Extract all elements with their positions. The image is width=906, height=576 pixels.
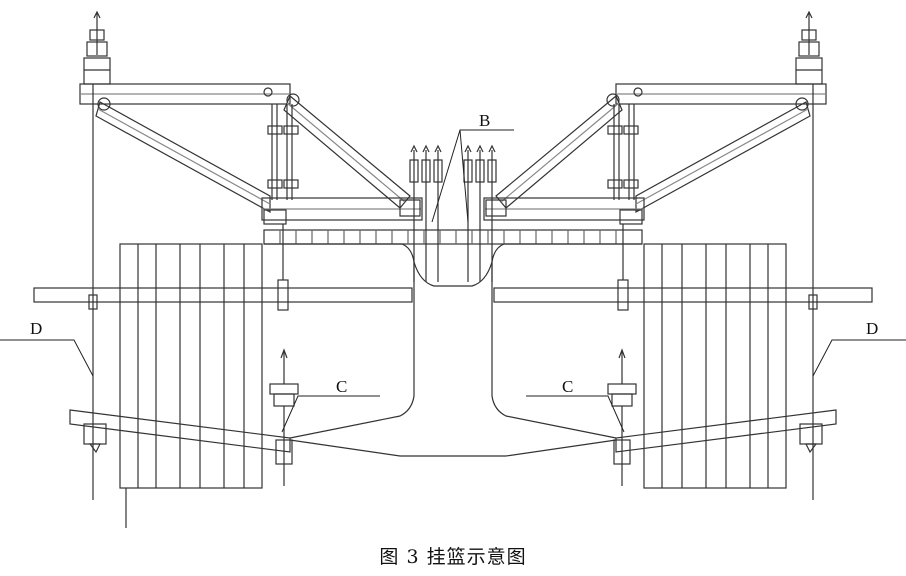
center-deck	[263, 229, 643, 245]
label-c-right: C	[562, 377, 574, 396]
left-top-anchor	[83, 10, 111, 85]
label-c-left: C	[336, 377, 348, 396]
left-suspension-rod	[88, 84, 98, 500]
label-d-left: D	[30, 319, 43, 338]
left-top-beam	[79, 83, 300, 111]
figure-caption: 图 3 挂篮示意图	[379, 546, 527, 568]
left-diagonals	[95, 95, 411, 214]
left-lower-anchor	[269, 348, 299, 486]
leader-c-right	[526, 395, 625, 433]
left-truss-assembly	[33, 10, 423, 500]
left-formwork-panel	[119, 243, 263, 489]
left-vertical-hangers	[267, 104, 299, 200]
right-truss-assembly	[483, 11, 873, 501]
leader-lines	[0, 129, 906, 433]
label-b: B	[479, 111, 491, 130]
leader-d-left	[0, 339, 94, 377]
label-d-right: D	[866, 319, 879, 338]
left-crossbar	[33, 287, 413, 303]
left-bottom-beam	[69, 409, 291, 454]
leader-d-right	[812, 339, 906, 377]
center-anchor-rods	[409, 144, 497, 282]
leader-c-left	[281, 395, 380, 433]
left-deck-hanger	[277, 224, 289, 311]
deck-ticks	[279, 230, 617, 244]
left-lower-beam	[261, 197, 423, 225]
leader-b	[431, 129, 514, 223]
hanging-basket-diagram	[0, 10, 906, 528]
box-girder-section	[264, 243, 642, 457]
